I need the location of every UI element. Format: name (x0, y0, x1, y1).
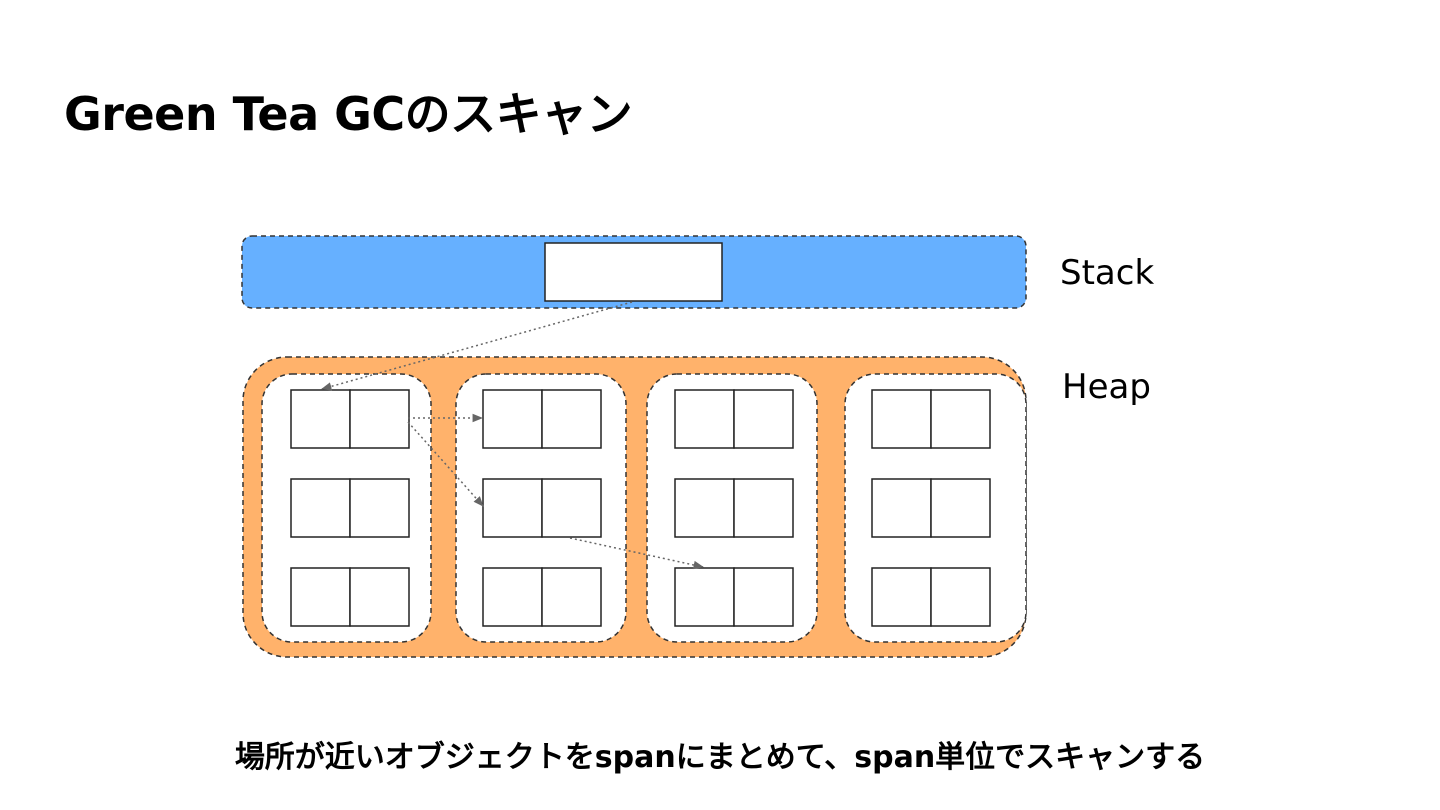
heap-region (242, 356, 1027, 658)
object-cell (290, 389, 351, 449)
pointer-arrow-span1-to-span2-middle (407, 421, 484, 507)
object-cell (930, 389, 991, 449)
slide-caption: 場所が近いオブジェクトをspanにまとめて、span単位でスキャンする (234, 740, 1206, 775)
object-cell (541, 478, 602, 538)
object-cell (290, 478, 351, 538)
object-cell (674, 567, 735, 627)
stack-label: Stack (1060, 253, 1154, 293)
object-cell (349, 389, 410, 449)
object-cell (930, 567, 991, 627)
object-cell (482, 389, 543, 449)
object-cell (930, 478, 991, 538)
object-cell (482, 478, 543, 538)
object-cell (871, 478, 932, 538)
stack-frame (544, 242, 723, 302)
span-group (261, 373, 1027, 643)
heap-label: Heap (1062, 367, 1151, 407)
object-cell (733, 389, 794, 449)
object-cell (674, 389, 735, 449)
object-cell (871, 389, 932, 449)
object-cell (290, 567, 351, 627)
object-cell (349, 567, 410, 627)
pointer-arrow-stack-to-heap (320, 301, 633, 391)
object-cell (541, 567, 602, 627)
object-cell (349, 478, 410, 538)
object-cell (733, 567, 794, 627)
object-cell (541, 389, 602, 449)
object-cell (482, 567, 543, 627)
object-cell (871, 567, 932, 627)
slide-title: Green Tea GCのスキャン (64, 87, 633, 141)
object-cell (674, 478, 735, 538)
object-cell (733, 478, 794, 538)
